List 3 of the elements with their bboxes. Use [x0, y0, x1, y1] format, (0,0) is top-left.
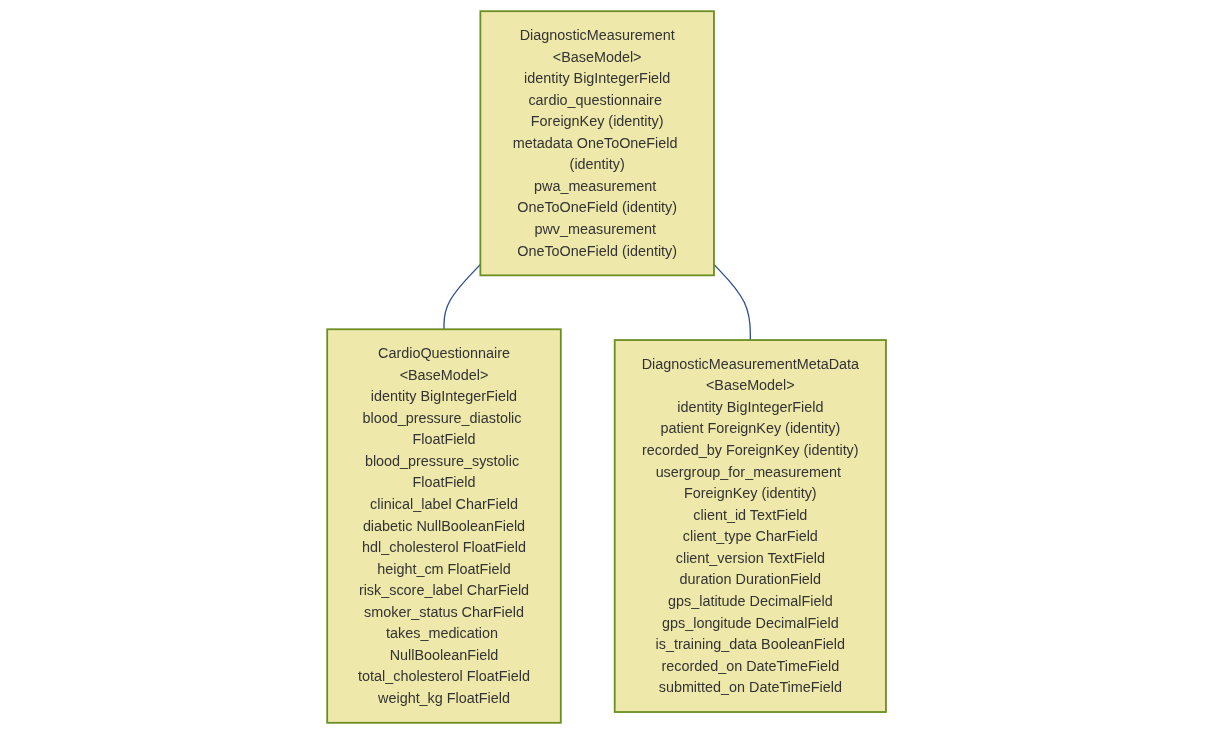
- node-box: CardioQuestionnaire <BaseModel> identity BigIntegerField blood_pressure_diastolic FloatField blood_pressure_systolic FloatField clinical_label CharField diabetic NullBooleanField hdl_cholesterol FloatField height_cm FloatField risk_score_label CharField smoker_status CharField takes_medication NullBooleanField total_cholesterol FloatField weight_kg FloatField: [326, 328, 563, 724]
- node-box: DiagnosticMeasurementMetaData <BaseModel> identity BigIntegerField patient ForeignKey (identity) recorded_by ForeignKey (identity) usergroup_for_measurement ForeignKey (identity) client_id TextField client_type CharField client_version TextField duration DurationField gps_latitude DecimalField gps_longitude DecimalField is_training_data BooleanField recorded_on DateTimeField submitted_on DateTimeField: [614, 339, 888, 713]
- node-box: DiagnosticMeasurement <BaseModel> identity BigIntegerField cardio_questionnaire ForeignKey (identity) metadata OneToOneField (identity) pwa_measurement OneToOneField (identity) pwv_measurement OneToOneField (identity): [479, 10, 716, 277]
